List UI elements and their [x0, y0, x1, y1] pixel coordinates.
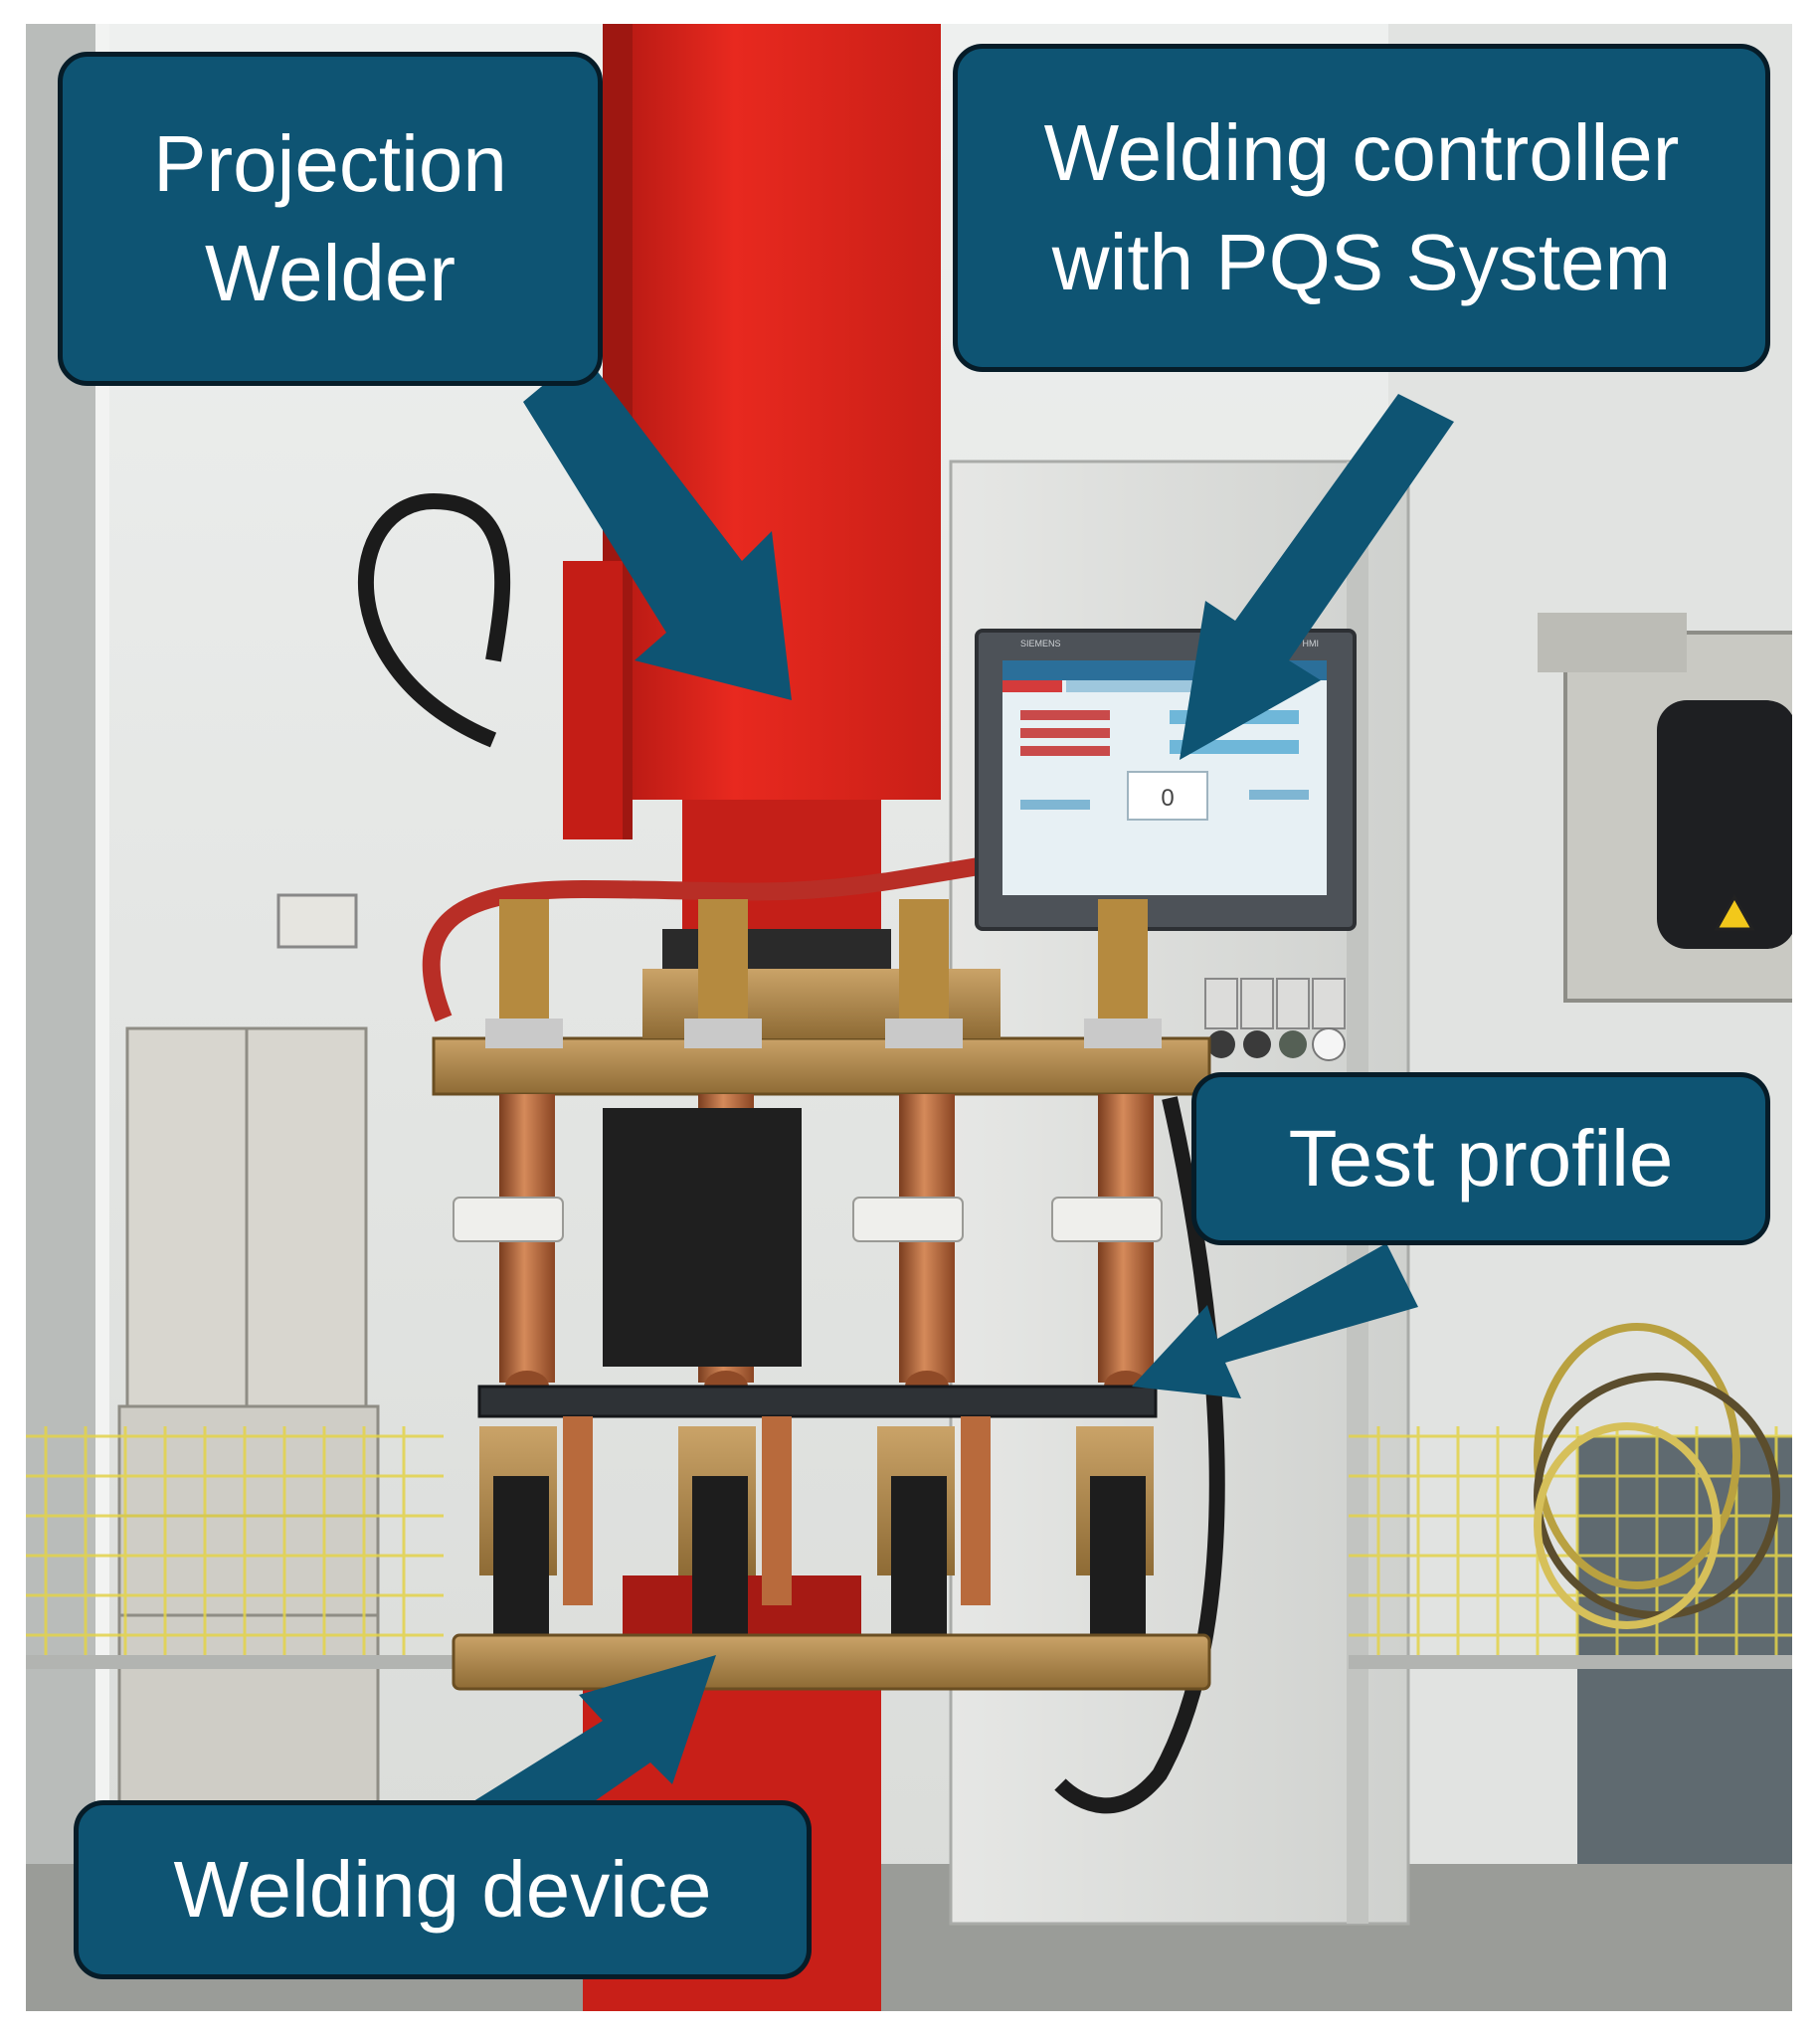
callout-device-line-1: Welding device — [173, 1844, 712, 1934]
warning-triangle-icon — [1714, 893, 1755, 931]
test-profile-bar — [477, 1385, 1158, 1418]
callout-projection-line-1: Projection — [153, 118, 507, 208]
hmi-brand: SIEMENS — [1020, 639, 1061, 648]
callout-controller-line-2: with PQS System — [1051, 218, 1672, 306]
callout-welding-controller: Welding controller with PQS System — [953, 44, 1770, 372]
control-buttons — [1204, 978, 1346, 1061]
callout-test-line-1: Test profile — [1288, 1113, 1674, 1203]
callout-projection-welder: Projection Welder — [58, 52, 603, 386]
callout-test-profile: Test profile — [1191, 1072, 1770, 1245]
callout-controller-line-1: Welding controller — [1043, 107, 1680, 197]
hmi-counter: 0 — [1161, 785, 1174, 812]
callout-welding-device: Welding device — [74, 1800, 812, 1979]
callout-projection-line-2: Welder — [205, 229, 455, 317]
